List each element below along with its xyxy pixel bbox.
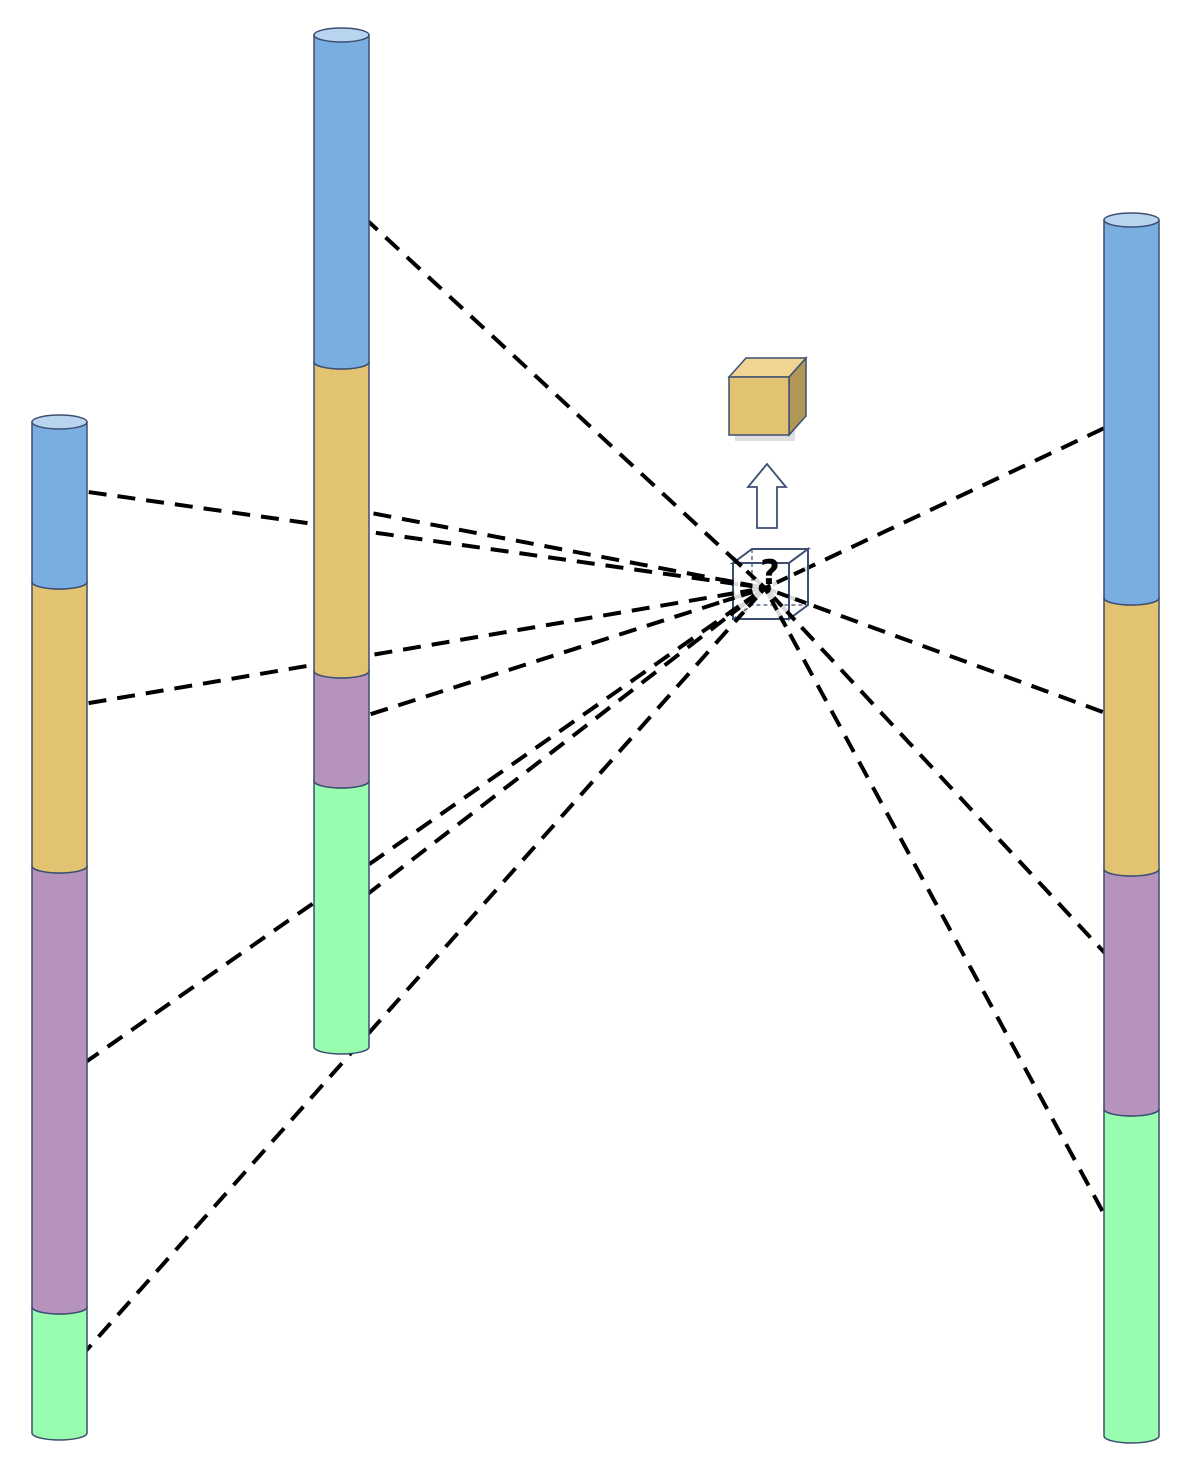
column-left-layer-green <box>31 1306 88 1441</box>
arrow-up-icon <box>746 462 788 529</box>
column-right-layer-tan <box>1103 597 1160 877</box>
dashed-line-3 <box>58 586 767 1082</box>
column-left <box>31 414 88 1441</box>
column-middle <box>313 27 370 1055</box>
dashed-line-front-8 <box>728 586 767 617</box>
column-middle-top <box>313 27 370 43</box>
dashed-line-front-11 <box>763 586 797 622</box>
unknown-cell-label: ? <box>760 553 780 593</box>
column-left-layer-blue <box>31 421 88 590</box>
dashed-line-1 <box>59 486 766 590</box>
dashed-line-6 <box>344 506 766 590</box>
borehole-columns <box>31 27 1160 1444</box>
dashed-line-12 <box>763 587 1132 1263</box>
dashed-line-11 <box>763 586 1132 982</box>
dashed-line-front-10 <box>764 586 807 606</box>
result-cube <box>727 356 808 441</box>
column-right-layer-blue <box>1103 219 1160 606</box>
dashed-line-7 <box>342 586 766 725</box>
dashed-line-5 <box>341 196 767 590</box>
column-left-layer-purple <box>31 865 88 1315</box>
column-middle-layer-green <box>313 780 370 1055</box>
column-left-layer-tan <box>31 581 88 874</box>
dashed-line-front-4 <box>734 586 767 623</box>
dashed-line-9 <box>764 414 1131 590</box>
result-group <box>727 356 808 529</box>
dashed-line-front-5 <box>731 556 767 590</box>
column-left-top <box>31 414 88 430</box>
dashed-line-front-9 <box>764 567 806 590</box>
unknown-cell-group <box>729 547 812 621</box>
column-middle-layer-purple <box>313 670 370 789</box>
column-right-layer-purple <box>1103 868 1160 1117</box>
dashed-line-front-2 <box>721 586 766 598</box>
dashed-line-2 <box>59 586 766 710</box>
column-right-top <box>1103 212 1160 228</box>
column-middle-layer-tan <box>313 361 370 679</box>
unknown-cube <box>729 547 812 621</box>
dashed-line-front-6 <box>721 577 766 590</box>
dashed-line-8 <box>341 586 767 915</box>
column-middle-layer-blue <box>313 34 370 370</box>
dashed-line-front-7 <box>722 586 766 604</box>
dashed-line-front-12 <box>763 587 788 628</box>
dashed-lines-front: ? <box>721 553 807 628</box>
dashed-line-4 <box>58 586 767 1382</box>
column-right <box>1103 212 1160 1444</box>
dashed-line-10 <box>764 586 1131 724</box>
dashed-connection-lines <box>58 196 1132 1382</box>
column-right-layer-green <box>1103 1108 1160 1444</box>
